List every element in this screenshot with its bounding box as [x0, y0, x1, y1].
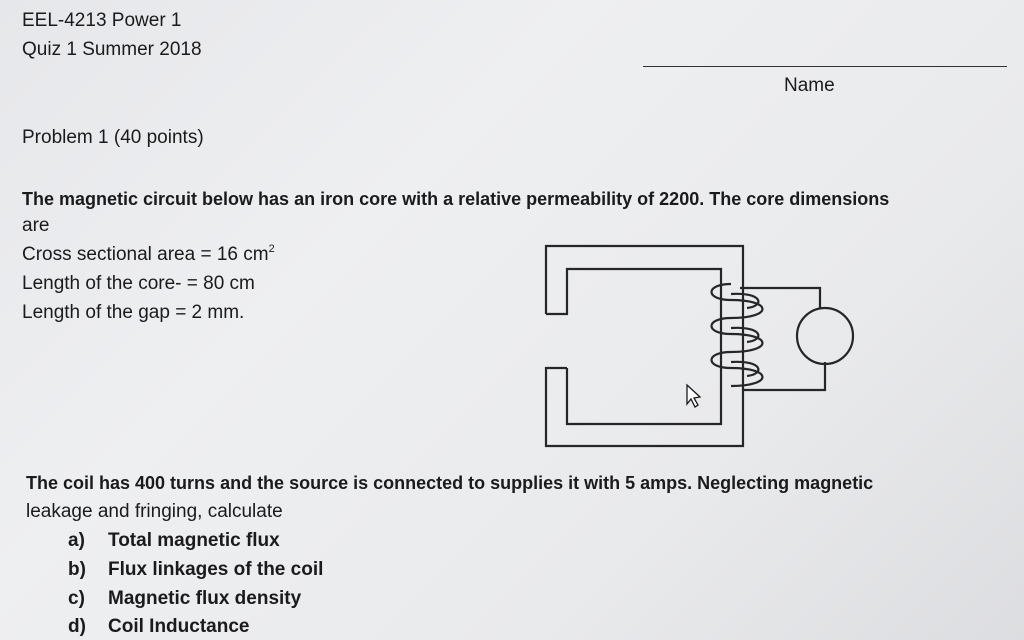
coil-lead-bottom: [743, 362, 827, 392]
coil-description-line1: The coil has 400 turns and the source is…: [26, 473, 874, 493]
name-underline: [643, 66, 1007, 67]
cross-section-area-text: Cross sectional area = 16 cm: [22, 244, 269, 265]
core-length: Length of the core- = 80 cm: [22, 273, 255, 294]
question-b-text: Flux linkages of the coil: [108, 559, 324, 580]
question-d-text: Coil Inductance: [108, 616, 250, 637]
question-a-text: Total magnetic flux: [108, 530, 280, 551]
problem-intro-line2: are: [22, 215, 50, 236]
area-exponent: 2: [268, 243, 275, 255]
question-c-text: Magnetic flux density: [108, 588, 302, 609]
name-label: Name: [784, 75, 835, 96]
question-d: d) Coil Inductance: [68, 616, 249, 638]
question-a-label: a): [68, 530, 85, 551]
core-outer-outline: [544, 244, 745, 448]
question-c: c) Magnetic flux density: [68, 588, 301, 610]
course-title: EEL-4213 Power 1: [22, 10, 182, 31]
question-b-label: b): [68, 559, 86, 580]
coil-description-line2: leakage and fringing, calculate: [26, 501, 283, 522]
question-d-label: d): [68, 616, 86, 637]
question-a: a) Total magnetic flux: [68, 530, 280, 552]
coil-lead-top: [740, 286, 822, 308]
cross-section-area: Cross sectional area = 16 cm2: [22, 244, 275, 266]
coil-windings: [710, 282, 764, 388]
question-c-label: c): [68, 588, 85, 609]
cursor-icon: [686, 383, 702, 408]
gap-length: Length of the gap = 2 mm.: [22, 302, 245, 323]
voltage-source: [795, 306, 855, 366]
magnetic-circuit-diagram: [544, 244, 855, 448]
problem-intro-line1: The magnetic circuit below has an iron c…: [22, 189, 890, 209]
question-b: b) Flux linkages of the coil: [68, 559, 323, 581]
problem-title: Problem 1 (40 points): [22, 127, 204, 148]
quiz-title: Quiz 1 Summer 2018: [22, 39, 202, 60]
core-inner-outline: [546, 267, 723, 426]
